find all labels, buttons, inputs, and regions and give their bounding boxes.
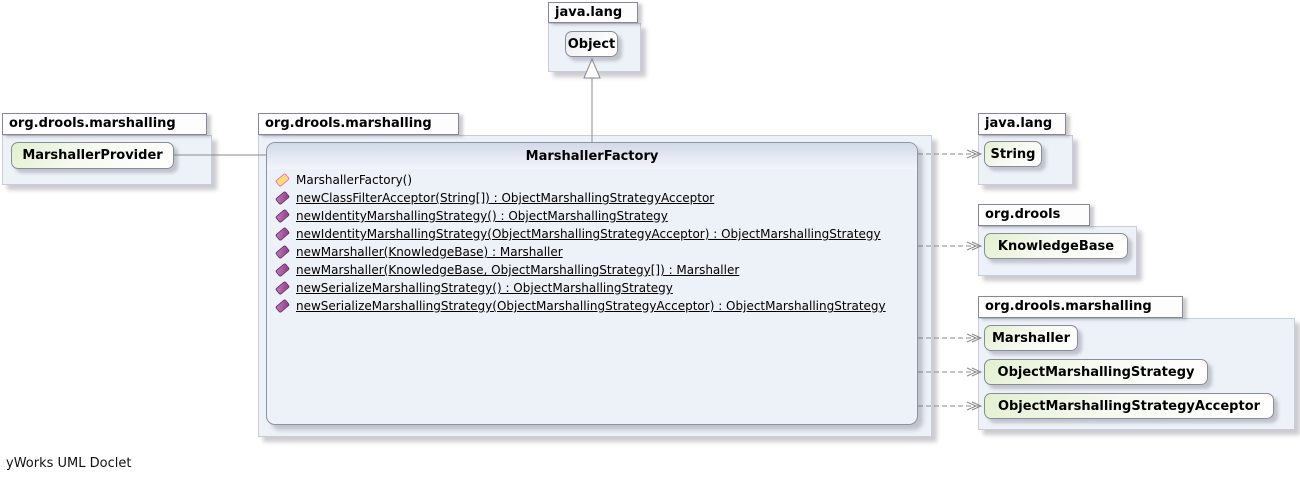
method-label: newMarshaller(KnowledgeBase) : Marshalle…	[296, 245, 563, 259]
method-row[interactable]: newMarshaller(KnowledgeBase, ObjectMarsh…	[267, 261, 917, 279]
class-node-objectmarshallingstrategyacceptor[interactable]: ObjectMarshallingStrategyAcceptor	[984, 393, 1274, 419]
method-icon	[274, 190, 291, 206]
method-label: newIdentityMarshallingStrategy(ObjectMar…	[296, 227, 881, 241]
method-row[interactable]: newSerializeMarshallingStrategy(ObjectMa…	[267, 297, 917, 315]
class-title-marshallerfactory: MarshallerFactory	[267, 143, 917, 169]
method-row[interactable]: newIdentityMarshallingStrategy(ObjectMar…	[267, 225, 917, 243]
method-row[interactable]: newClassFilterAcceptor(String[]) : Objec…	[267, 189, 917, 207]
method-label: newClassFilterAcceptor(String[]) : Objec…	[296, 191, 715, 205]
method-row[interactable]: newMarshaller(KnowledgeBase) : Marshalle…	[267, 243, 917, 261]
method-label: newSerializeMarshallingStrategy(ObjectMa…	[296, 299, 886, 313]
class-node-string[interactable]: String	[984, 141, 1042, 167]
class-node-marshaller[interactable]: Marshaller	[984, 325, 1078, 351]
package-tab-marshalling-center: org.drools.marshalling	[258, 113, 459, 135]
package-tab-java-lang-right: java.lang	[978, 113, 1066, 135]
doclet-footer-label: yWorks UML Doclet	[6, 456, 132, 471]
package-tab-java-lang-top: java.lang	[548, 2, 638, 23]
package-tab-drools-right: org.drools	[978, 204, 1090, 226]
method-icon	[274, 280, 291, 296]
class-node-marshallerprovider[interactable]: MarshallerProvider	[11, 142, 174, 169]
method-label: newIdentityMarshallingStrategy() : Objec…	[296, 209, 668, 223]
method-icon	[274, 226, 291, 242]
package-tab-marshalling-right: org.drools.marshalling	[978, 296, 1183, 318]
constructor-label: MarshallerFactory()	[296, 173, 413, 187]
method-icon	[274, 262, 291, 278]
class-node-knowledgebase[interactable]: KnowledgeBase	[984, 233, 1128, 259]
package-tab-marshalling-left: org.drools.marshalling	[2, 113, 207, 135]
member-list: MarshallerFactory() newClassFilterAccept…	[267, 169, 917, 315]
constructor-icon	[274, 172, 291, 188]
method-row[interactable]: newSerializeMarshallingStrategy() : Obje…	[267, 279, 917, 297]
constructor-row[interactable]: MarshallerFactory()	[267, 171, 917, 189]
class-node-objectmarshallingstrategy[interactable]: ObjectMarshallingStrategy	[984, 359, 1208, 385]
method-icon	[274, 244, 291, 260]
class-box-marshallerfactory: MarshallerFactory MarshallerFactory() ne…	[266, 142, 918, 425]
method-label: newSerializeMarshallingStrategy() : Obje…	[296, 281, 673, 295]
class-node-object[interactable]: Object	[565, 31, 618, 57]
method-label: newMarshaller(KnowledgeBase, ObjectMarsh…	[296, 263, 740, 277]
method-icon	[274, 208, 291, 224]
method-icon	[274, 298, 291, 314]
method-row[interactable]: newIdentityMarshallingStrategy() : Objec…	[267, 207, 917, 225]
